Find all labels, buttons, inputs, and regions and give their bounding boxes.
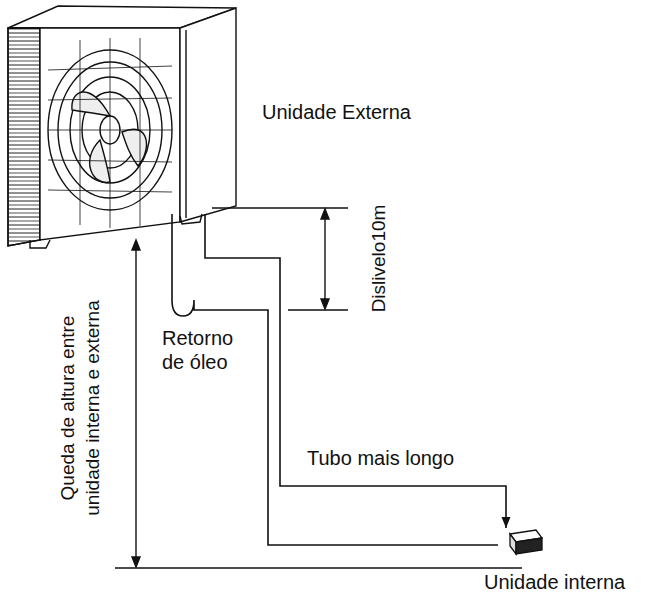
refrigerant-pipe [205,214,511,528]
pipe-label: Tubo mais longo [305,446,456,470]
refrigerant-pipe [172,214,498,545]
unit-label: Unidade Externa [262,100,411,124]
unit-label: Unidade interna [484,570,625,594]
level-difference-label: Dislivelo10m [366,193,391,323]
height-drop-label: Queda de altura entre unidade interna e … [55,283,105,533]
indoor-unit: Unidade interna [498,528,544,558]
indoor-unit-shape [498,528,544,558]
oil-return-label: Retorno de óleo [162,326,252,374]
outdoor-unit: Unidade Externa [0,0,238,214]
